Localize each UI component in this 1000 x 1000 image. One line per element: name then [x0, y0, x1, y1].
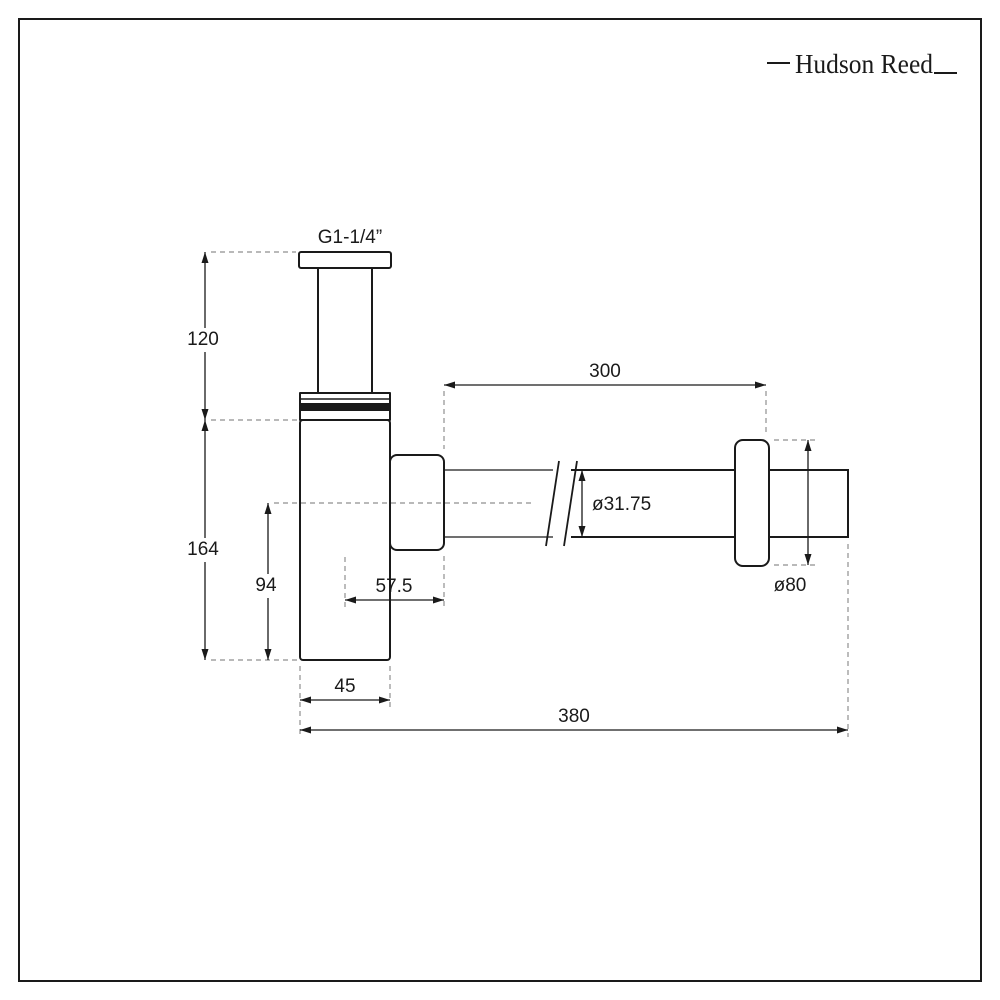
dim-pipe-diameter-label: ø31.75 [592, 494, 651, 515]
page-border [18, 18, 982, 982]
arrow-300-right [755, 381, 766, 389]
arrow-164-bottom [201, 649, 209, 660]
label-bg-94 [250, 574, 283, 598]
extension-lines [211, 251, 849, 737]
pipe-section-left [444, 469, 553, 538]
brand-name: Hudson Reed [795, 49, 933, 79]
arrow-380-right [837, 726, 848, 734]
arrow-164-top [201, 420, 209, 431]
arrow-57-left [345, 596, 356, 604]
dim-flange-diameter-label: ø80 [774, 575, 807, 596]
dim-300-label: 300 [589, 361, 621, 382]
arrow-pipe-dia-top [578, 470, 586, 481]
arrow-120-bottom [201, 409, 209, 420]
dim-94-label: 94 [255, 575, 277, 596]
arrow-94-bottom [264, 649, 272, 660]
arrow-300-left [444, 381, 455, 389]
arrow-pipe-dia-bottom [578, 526, 586, 537]
arrow-120-top [201, 252, 209, 263]
arrow-flange-dia-top [804, 440, 812, 451]
dim-57-label: 57.5 [376, 576, 413, 597]
dim-380-label: 380 [558, 706, 590, 727]
dim-164-label: 164 [187, 539, 219, 560]
arrow-flange-dia-bottom [804, 554, 812, 565]
arrow-57-right [433, 596, 444, 604]
arrow-94-top [264, 503, 272, 514]
pipe-break-line-2 [563, 460, 578, 547]
label-bg-164 [182, 538, 224, 562]
pipe-break-line-1 [545, 460, 560, 547]
inlet-cap [298, 251, 392, 269]
label-bg-120 [182, 328, 224, 352]
dim-120-label: 120 [187, 329, 219, 350]
wall-flange [734, 439, 770, 567]
thread-size-label: G1-1/4” [318, 227, 382, 248]
arrow-45-left [300, 696, 311, 704]
dimension-labels: G1-1/4” 120 164 94 57.5 45 300 ø31.75 ø8… [182, 227, 806, 727]
trap-body [299, 419, 391, 661]
dim-45-label: 45 [334, 676, 355, 697]
arrow-380-left [300, 726, 311, 734]
arrow-45-right [379, 696, 390, 704]
brand-logo: Hudson Reed [767, 49, 957, 79]
dimension-lines [201, 252, 848, 734]
pipe-section-right [571, 469, 849, 538]
inlet-stem [317, 267, 373, 394]
outlet-connector [389, 454, 445, 551]
collar-band [300, 403, 390, 411]
